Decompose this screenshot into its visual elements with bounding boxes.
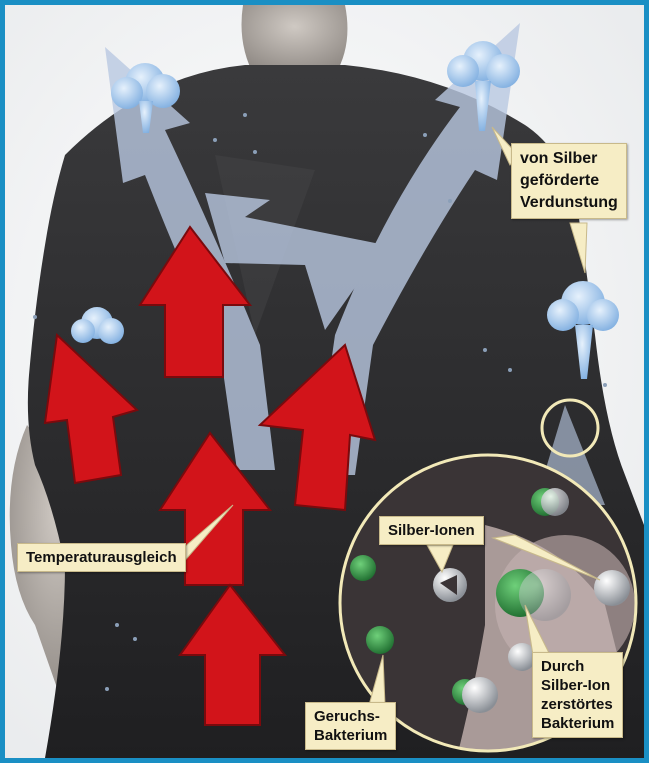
label-line: Silber-Ion bbox=[541, 676, 614, 695]
label-line: Bakterium bbox=[314, 726, 387, 745]
shirt-back-illustration bbox=[5, 5, 644, 758]
label-line: Silber-Ionen bbox=[388, 521, 475, 540]
label-silver-ions: Silber-Ionen bbox=[379, 516, 484, 545]
label-silver-evaporation: von Silber geförderte Verdunstung bbox=[511, 143, 627, 219]
label-line: Geruchs- bbox=[314, 707, 387, 726]
label-destroyed-bacterium: Durch Silber-Ion zerstörtes Bakterium bbox=[532, 652, 623, 738]
label-line: Temperaturausgleich bbox=[26, 548, 177, 567]
label-line: Durch bbox=[541, 657, 614, 676]
label-temperature-balance: Temperaturausgleich bbox=[17, 543, 186, 572]
label-line: Verdunstung bbox=[520, 192, 618, 214]
label-line: Bakterium bbox=[541, 714, 614, 733]
label-odor-bacterium: Geruchs- Bakterium bbox=[305, 702, 396, 750]
label-line: zerstörtes bbox=[541, 695, 614, 714]
label-line: geförderte bbox=[520, 170, 618, 192]
label-line: von Silber bbox=[520, 148, 618, 170]
